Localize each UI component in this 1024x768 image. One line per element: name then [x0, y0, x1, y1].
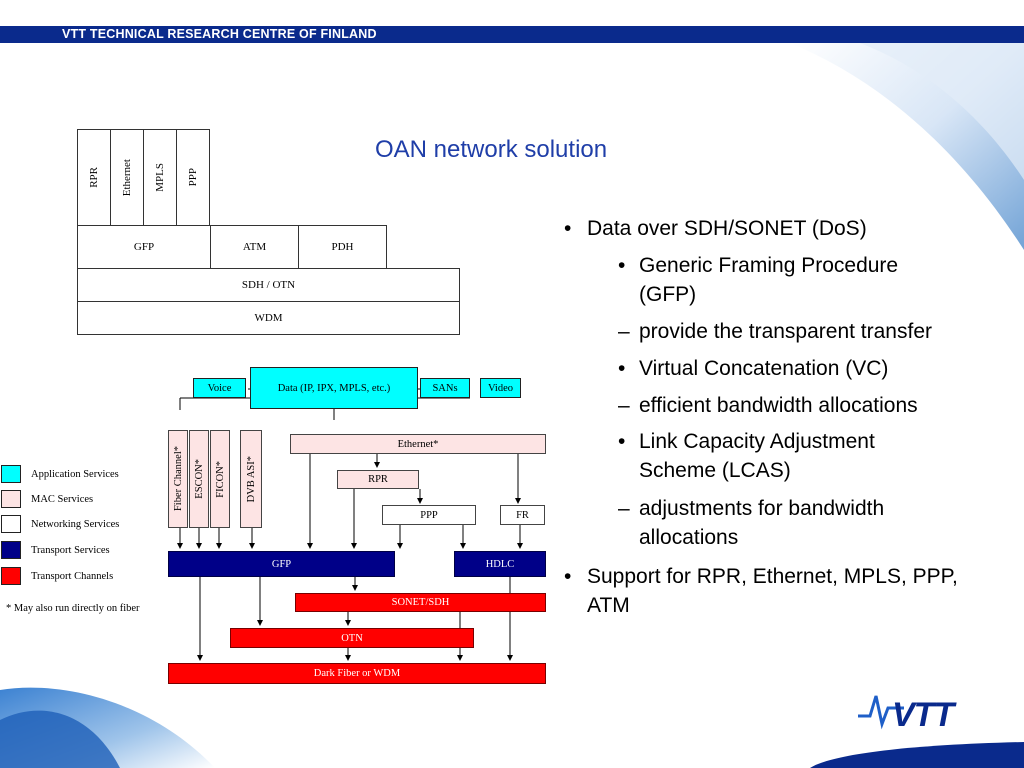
- stack-cell-wdm: WDM: [77, 301, 460, 335]
- legend-swatch: [1, 465, 21, 483]
- gfp-box: GFP: [168, 551, 395, 577]
- stack-cell-gfp: GFP: [77, 225, 211, 269]
- data-box: Data (IP, IPX, MPLS, etc.): [250, 367, 418, 409]
- bullet-mark: •: [564, 565, 572, 588]
- sans-box: SANs: [420, 378, 470, 398]
- ficon-box: FICON*: [210, 430, 230, 528]
- ethernet-box: Ethernet*: [290, 434, 546, 454]
- stack-cell-pdh: PDH: [298, 225, 387, 269]
- bullet-text: adjustments for bandwidth allocations: [639, 497, 885, 549]
- stack-cell-rpr: RPR: [77, 129, 111, 226]
- bullet-mark: •: [618, 254, 626, 277]
- rpr-box: RPR: [337, 470, 419, 489]
- legend-swatch: [1, 567, 21, 585]
- bullet-text: Link Capacity Adjustment Scheme (LCAS): [639, 430, 875, 482]
- legend-swatch: [1, 541, 21, 559]
- bullet-mark: •: [618, 357, 626, 380]
- legend-footnote: * May also run directly on fiber: [6, 603, 140, 614]
- bullet-text: Data over SDH/SONET (DoS): [587, 217, 867, 240]
- escon-label: ESCON*: [193, 459, 205, 499]
- bullet-text: Support for RPR, Ethernet, MPLS, PPP, AT…: [587, 565, 958, 617]
- stack-cell-sdh: SDH / OTN: [77, 268, 460, 302]
- legend-label: Networking Services: [31, 519, 120, 530]
- header-bar: VTT TECHNICAL RESEARCH CENTRE OF FINLAND: [0, 26, 1024, 43]
- legend-label: Transport Channels: [31, 571, 114, 582]
- bullet-mark: –: [618, 320, 630, 343]
- video-box: Video: [480, 378, 521, 398]
- bullet-text: Virtual Concatenation (VC): [639, 357, 889, 380]
- voice-box: Voice: [193, 378, 246, 398]
- hdlc-box: HDLC: [454, 551, 546, 577]
- otn-box: OTN: [230, 628, 474, 648]
- stack-cell-ppp: PPP: [176, 129, 210, 226]
- dark-fibre-box: Dark Fiber or WDM: [168, 663, 546, 684]
- vtt-wave-logo-icon: [858, 695, 904, 730]
- vtt-logo-text: VTT: [892, 696, 954, 734]
- ppp-box: PPP: [382, 505, 476, 525]
- bullet-mark: –: [618, 394, 630, 417]
- legend-label: Transport Services: [31, 545, 110, 556]
- bullet-mark: •: [564, 217, 572, 240]
- legend-label: Application Services: [31, 469, 119, 480]
- sonet-sdh-box: SONET/SDH: [295, 593, 546, 612]
- bullet-text: efficient bandwidth allocations: [639, 394, 918, 417]
- legend-swatch: [1, 515, 21, 533]
- vtt-logo: VTT: [858, 690, 978, 738]
- fibre-channel-box: Fiber Channel*: [168, 430, 188, 528]
- dvb-asi-box: DVB ASI*: [240, 430, 262, 528]
- bullet-mark: •: [618, 430, 626, 453]
- dvb-asi-label: DVB ASI*: [245, 455, 257, 503]
- fibre-channel-label: Fiber Channel*: [172, 446, 184, 512]
- escon-box: ESCON*: [189, 430, 209, 528]
- bullet-text: Generic Framing Procedure (GFP): [639, 254, 899, 306]
- fr-box: FR: [500, 505, 545, 525]
- slide-title: OAN network solution: [375, 136, 608, 163]
- ficon-label: FICON*: [214, 460, 226, 498]
- bullet-text: provide the transparent transfer: [639, 320, 932, 343]
- legend-swatch: [1, 490, 21, 508]
- bullet-mark: –: [618, 497, 630, 520]
- org-title: VTT TECHNICAL RESEARCH CENTRE OF FINLAND: [62, 27, 377, 41]
- legend-label: MAC Services: [31, 494, 94, 505]
